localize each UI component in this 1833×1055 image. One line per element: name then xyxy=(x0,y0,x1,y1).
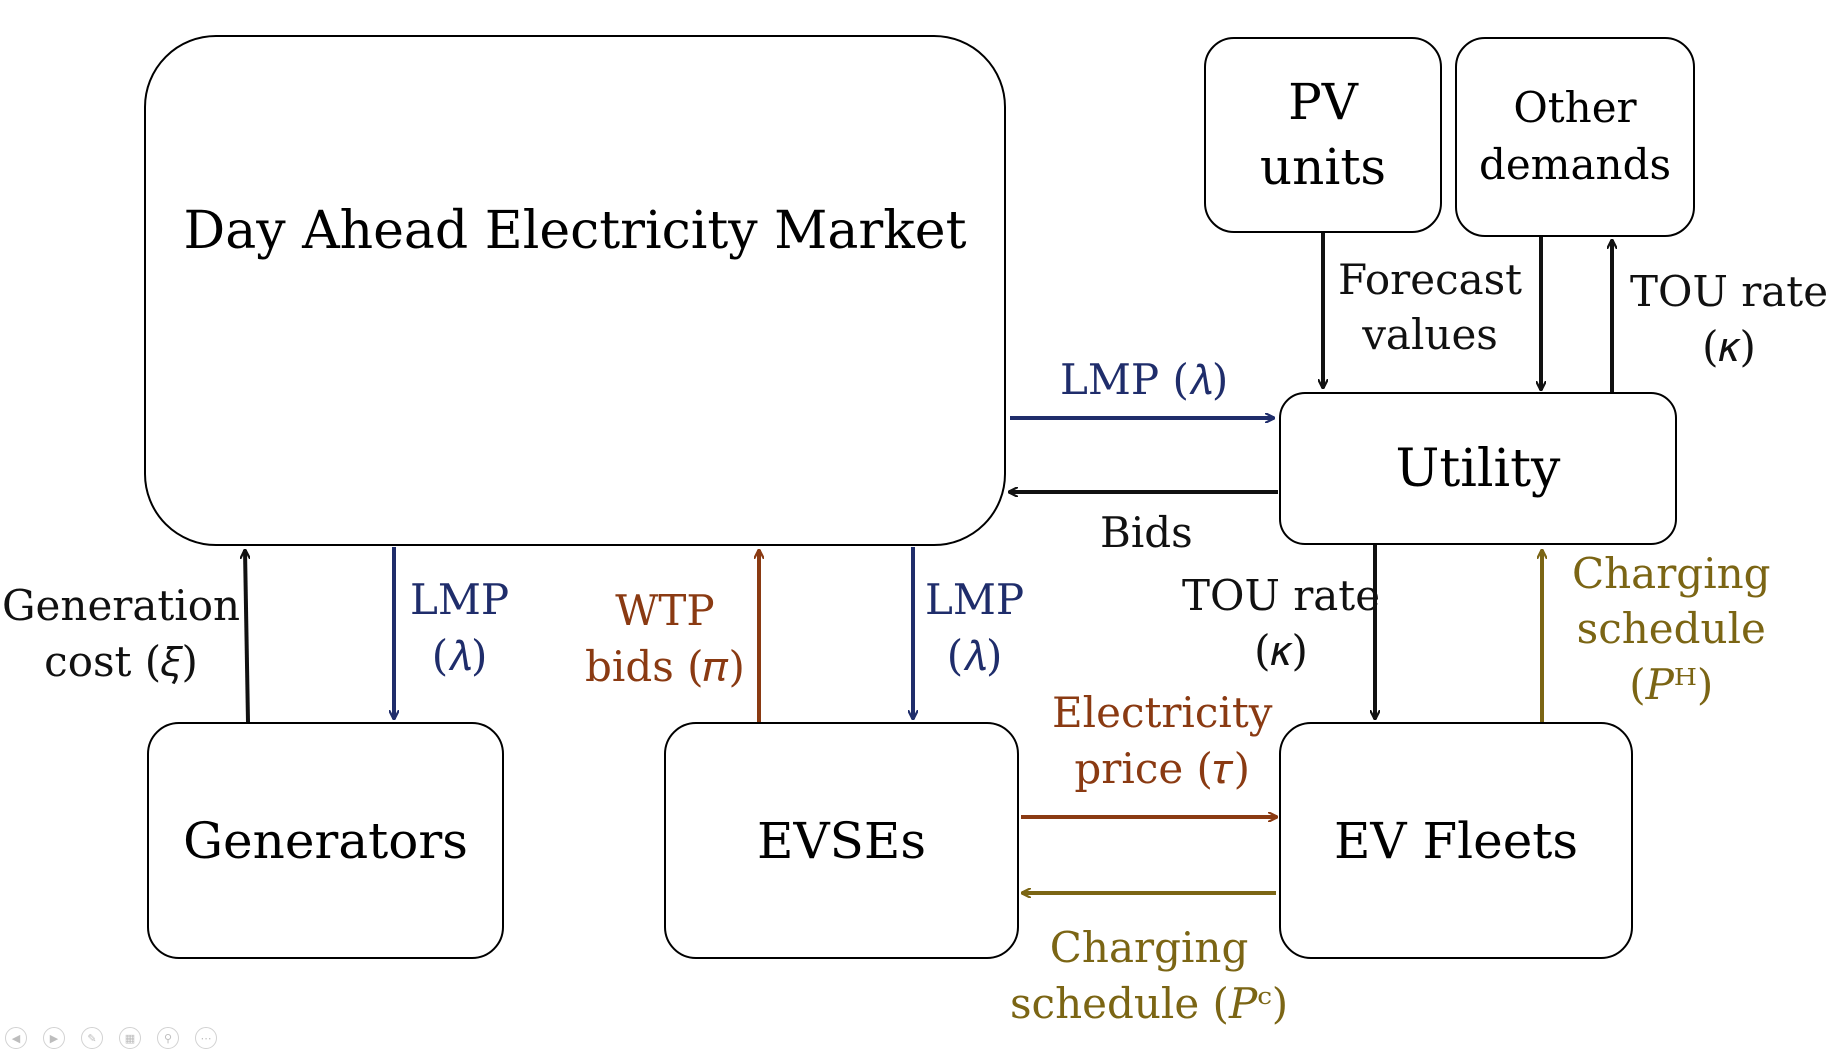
charging-schedule-c-label: Charging schedule (𝑃ᶜ) xyxy=(1010,923,1289,1029)
generation-cost-label: Generation cost (𝜉) xyxy=(2,581,241,687)
tou-to-other-label: TOU rate (𝜅) xyxy=(1630,267,1829,372)
ev-fleets-node: EV Fleets xyxy=(1279,722,1633,959)
bids-label: Bids xyxy=(1100,508,1193,557)
forecast-label: Forecast values xyxy=(1338,255,1523,360)
generators-label: Generators xyxy=(183,811,468,870)
utility-node: Utility xyxy=(1279,392,1677,545)
lmp-to-evses-label: LMP (𝜆) xyxy=(925,575,1025,681)
forward-icon[interactable]: ▶ xyxy=(43,1027,65,1049)
wtp-bids-label: WTP bids (𝜋) xyxy=(585,586,745,692)
pv-label-line1: PV xyxy=(1288,73,1358,131)
charging-schedule-h-label: Charging schedule (𝑃ᴴ) xyxy=(1572,549,1771,709)
electricity-price-label: Electricity price (𝜏) xyxy=(1052,688,1273,794)
arrow-generation-cost-to-market xyxy=(245,550,248,723)
other-demands-node: Other demands xyxy=(1455,37,1695,237)
back-icon[interactable]: ◀ xyxy=(5,1027,27,1049)
other-demands-label-line1: Other xyxy=(1513,83,1637,133)
lmp-to-generators-label: LMP (𝜆) xyxy=(410,575,510,681)
evses-node: EVSEs xyxy=(664,722,1019,959)
tou-to-fleets-label: TOU rate (𝜅) xyxy=(1182,571,1381,676)
slides-icon[interactable]: ▦ xyxy=(119,1027,141,1049)
ev-fleets-label: EV Fleets xyxy=(1333,811,1579,870)
other-demands-label-line2: demands xyxy=(1478,140,1672,189)
market-node: Day Ahead Electricity Market xyxy=(144,35,1006,546)
zoom-icon[interactable]: ⚲ xyxy=(157,1027,179,1049)
pen-icon[interactable]: ✎ xyxy=(81,1027,103,1049)
generators-node: Generators xyxy=(147,722,504,959)
pv-label-line2: units xyxy=(1259,138,1387,196)
utility-label: Utility xyxy=(1395,438,1561,499)
evses-label: EVSEs xyxy=(756,811,927,870)
lmp-to-utility-label: LMP (𝜆) xyxy=(1060,355,1229,404)
more-icon[interactable]: ⋯ xyxy=(195,1027,217,1049)
pv-units-node: PV units xyxy=(1204,37,1442,233)
market-label: Day Ahead Electricity Market xyxy=(183,200,967,261)
